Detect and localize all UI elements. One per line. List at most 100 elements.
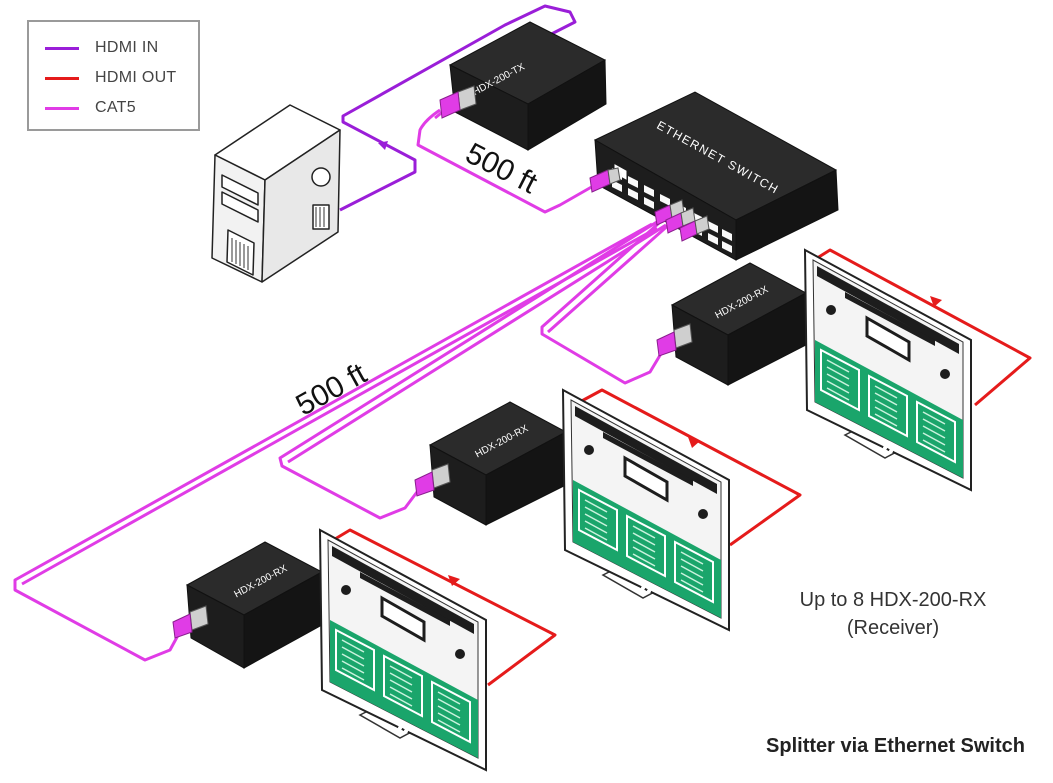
screen-card-text xyxy=(680,551,704,565)
screen-dot xyxy=(341,585,351,595)
screen-card-text xyxy=(826,359,850,373)
screen-card-text xyxy=(389,665,413,679)
screen-indicator xyxy=(889,449,893,453)
cat5-cable-rx3 xyxy=(13,222,653,662)
screen-card-text xyxy=(874,385,898,399)
hdmi-in-cable xyxy=(339,4,577,212)
screen-card-text xyxy=(632,525,656,539)
screen-card-text xyxy=(632,532,656,546)
screen-card-text xyxy=(389,686,413,700)
screen-card-text xyxy=(437,712,461,726)
distance-label-left: 500 ft xyxy=(291,357,373,423)
screen-card xyxy=(820,348,860,412)
screen-card-text xyxy=(341,653,365,667)
screen-dot xyxy=(455,649,465,659)
screen-card-text xyxy=(584,513,608,527)
screen-card-text xyxy=(341,667,365,681)
screen-card xyxy=(626,514,666,578)
cat5-cable-tx xyxy=(416,108,596,214)
screen-dot xyxy=(940,369,950,379)
screen-card-text xyxy=(389,672,413,686)
screen-indicator xyxy=(641,586,645,590)
hdmi-in-arrow xyxy=(378,141,388,150)
screen-card xyxy=(383,654,423,718)
screen-card xyxy=(674,540,714,604)
legend-item-hdmi-out: HDMI OUT xyxy=(45,68,177,88)
screen-banner xyxy=(865,315,911,363)
screen-card xyxy=(916,400,956,464)
legend-label: HDMI IN xyxy=(95,39,159,56)
screen-card-text xyxy=(874,399,898,413)
transmitter-unit: HDX-200-TX xyxy=(439,21,607,151)
legend: HDMI IN HDMI OUT CAT5 xyxy=(27,20,200,131)
screen-card-text xyxy=(584,527,608,541)
screen-card xyxy=(868,374,908,438)
screen-card-text xyxy=(437,705,461,719)
cat5-swatch xyxy=(45,106,79,110)
cat5-cable-rx1 xyxy=(540,213,669,385)
screen-indicator xyxy=(647,589,651,593)
screen-card-text xyxy=(584,499,608,513)
screen-subheader-bar xyxy=(845,292,935,346)
pc-tower xyxy=(211,104,341,283)
legend-label: HDMI OUT xyxy=(95,69,177,86)
screen-card-text xyxy=(437,691,461,705)
screen-card-text xyxy=(680,572,704,586)
screen-header-bar xyxy=(817,266,959,354)
screen-card-text xyxy=(922,425,946,439)
screen-card-text xyxy=(874,392,898,406)
screen-card-text xyxy=(874,406,898,420)
caption-line-1: Up to 8 HDX-200-RX xyxy=(799,589,987,611)
screen-card-text xyxy=(389,679,413,693)
screen-card-text xyxy=(584,520,608,534)
screen-card xyxy=(335,628,375,692)
screen-card xyxy=(431,680,471,744)
screen-card-text xyxy=(341,646,365,660)
screen-card-text xyxy=(922,418,946,432)
hdmi-out-swatch xyxy=(45,76,79,80)
screen-card-text xyxy=(826,366,850,380)
screen-card-text xyxy=(680,579,704,593)
screen-indicator xyxy=(404,729,408,733)
receiver-unit-1: HDX-200-RX xyxy=(656,262,808,386)
monitor-3 xyxy=(318,528,487,772)
screen-banner xyxy=(380,595,426,643)
screen-indicator xyxy=(398,726,402,730)
screen-card-text xyxy=(826,387,850,401)
screen-card-text xyxy=(341,639,365,653)
receiver-caption: Up to 8 HDX-200-RX (Receiver) xyxy=(770,586,1016,642)
ethernet-switch: ETHERNET SWITCH xyxy=(589,91,839,261)
caption-line-2: (Receiver) xyxy=(846,617,940,639)
screen-card-text xyxy=(922,411,946,425)
screen-card-text xyxy=(826,380,850,394)
diagram-title: Splitter via Ethernet Switch xyxy=(766,735,1025,757)
receiver-unit-2: HDX-200-RX xyxy=(414,401,568,526)
screen-dot xyxy=(584,445,594,455)
legend-label: CAT5 xyxy=(95,99,136,116)
screen-subheader-bar xyxy=(603,432,693,486)
screen-header-bar xyxy=(332,546,474,634)
monitor-2 xyxy=(561,388,730,632)
receiver-unit-3: HDX-200-RX xyxy=(172,541,324,669)
screen-banner xyxy=(623,455,669,503)
screen-card-text xyxy=(826,373,850,387)
screen-card-text xyxy=(922,439,946,453)
screen-indicator xyxy=(883,446,887,450)
cat5-cable-rx2 xyxy=(278,218,661,520)
screen-dot xyxy=(826,305,836,315)
screen-card-text xyxy=(922,432,946,446)
screen-card xyxy=(578,488,618,552)
screen-subheader-bar xyxy=(360,572,450,626)
screen-card-text xyxy=(680,565,704,579)
hdmi-in-swatch xyxy=(45,46,79,50)
screen-card-text xyxy=(632,539,656,553)
screen-dot xyxy=(698,509,708,519)
legend-item-cat5: CAT5 xyxy=(45,98,136,118)
screen-card-text xyxy=(584,506,608,520)
screen-card-text xyxy=(437,698,461,712)
screen-card-text xyxy=(680,558,704,572)
monitor-1 xyxy=(803,248,972,492)
screen-card-text xyxy=(874,413,898,427)
screen-header-bar xyxy=(575,406,717,494)
